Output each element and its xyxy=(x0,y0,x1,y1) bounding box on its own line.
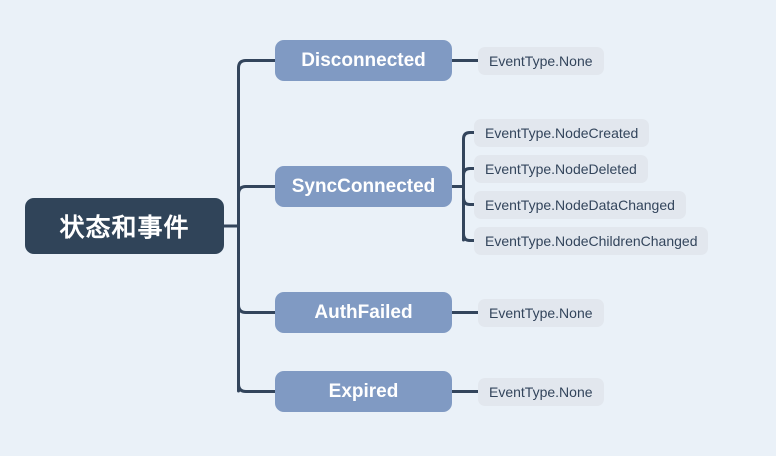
mindmap-leaf-label: EventType.None xyxy=(489,305,593,321)
mindmap-leaf-expired-none[interactable]: EventType.None xyxy=(478,378,604,406)
mindmap-branch-label: AuthFailed xyxy=(314,301,413,323)
mindmap-leaf-label: EventType.NodeDataChanged xyxy=(485,197,675,213)
mindmap-branch-label: Expired xyxy=(328,380,399,402)
connector-branch-2 xyxy=(237,252,277,314)
mindmap-branch-label: Disconnected xyxy=(301,49,426,71)
connector-leaf-1-2 xyxy=(462,194,476,206)
mindmap-leaf-authfailed-none[interactable]: EventType.None xyxy=(478,299,604,327)
mindmap-root-node[interactable]: 状态和事件 xyxy=(25,198,224,254)
connector-branch-0 xyxy=(237,59,277,80)
mindmap-leaf-label: EventType.NodeChildrenChanged xyxy=(485,233,698,249)
mindmap-leaf-nodecreated[interactable]: EventType.NodeCreated xyxy=(474,119,650,147)
connector-leaf-1-1 xyxy=(462,167,476,180)
mindmap-root-label: 状态和事件 xyxy=(59,214,190,242)
mindmap-branch-authfailed[interactable]: AuthFailed xyxy=(275,292,452,333)
mindmap-leaf-label: EventType.NodeDeleted xyxy=(485,161,637,177)
mindmap-leaf-label: EventType.NodeCreated xyxy=(485,125,639,141)
connector-branch-1 xyxy=(237,185,277,200)
mindmap-leaf-label: EventType.None xyxy=(489,384,593,400)
mindmap-leaf-nodedeleted[interactable]: EventType.NodeDeleted xyxy=(474,155,648,183)
mindmap-leaf-nodechildrenchanged[interactable]: EventType.NodeChildrenChanged xyxy=(474,227,709,255)
mindmap-leaf-label: EventType.None xyxy=(489,53,593,69)
mindmap-leaf-nodedatachanged[interactable]: EventType.NodeDataChanged xyxy=(474,191,686,219)
mindmap-leaf-disconnected-none[interactable]: EventType.None xyxy=(478,47,604,75)
connector-leaf-1-0 xyxy=(462,131,476,149)
connector-branch-3 xyxy=(237,338,277,393)
mindmap-branch-expired[interactable]: Expired xyxy=(275,371,452,412)
mindmap-branch-syncconnected[interactable]: SyncConnected xyxy=(275,166,452,207)
mindmap-branch-label: SyncConnected xyxy=(291,175,436,197)
mindmap-branch-disconnected[interactable]: Disconnected xyxy=(275,40,452,81)
connector-leaf-1-3 xyxy=(462,230,476,242)
